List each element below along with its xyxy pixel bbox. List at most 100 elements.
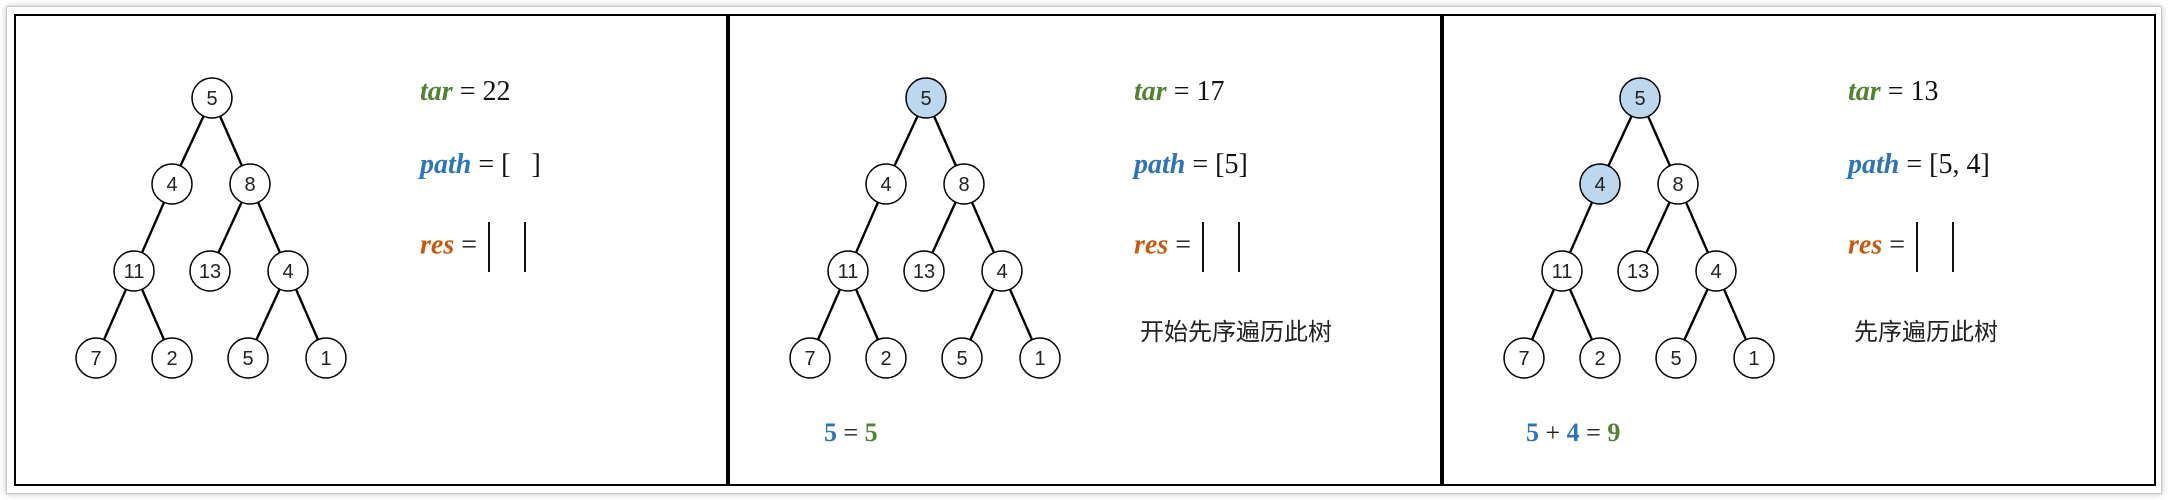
tree-diagram-1: 5 4 8 11 13 4 7 2 5 1: [75, 77, 347, 379]
tree-node-label: 4: [880, 174, 891, 196]
tree-node-label: 7: [90, 348, 101, 370]
tree-edge: [140, 288, 166, 341]
tree-node-n4b: 4: [267, 250, 309, 292]
equals-sign: =: [1906, 149, 1923, 180]
tree-node-label: 5: [920, 88, 931, 110]
equals-sign: =: [461, 229, 478, 261]
path-sum: 5 + 4 = 9: [1526, 418, 1620, 448]
tree-node-label: 11: [838, 261, 859, 283]
path-value: [5]: [1215, 149, 1248, 180]
tree-node-n1: 1: [1019, 337, 1061, 379]
tree-node-label: 2: [880, 348, 891, 370]
tree-edge: [140, 201, 166, 254]
tree-node-n2: 2: [865, 337, 907, 379]
tree-node-label: 7: [1518, 348, 1529, 370]
tar-value: 13: [1910, 76, 1939, 107]
tree-node-label: 4: [1710, 261, 1721, 283]
tree-edge: [217, 201, 243, 254]
equals-sign: =: [843, 418, 859, 447]
tree-node-label: 8: [244, 174, 255, 196]
tree-node-n5: 5: [191, 77, 233, 119]
tree-edge: [1646, 115, 1672, 167]
tree-node-label: 4: [282, 261, 293, 283]
path-label: path: [420, 149, 472, 180]
tree-edge: [1645, 201, 1671, 254]
res-equation: res =: [1848, 222, 1955, 272]
sum-term: 4: [1566, 418, 1580, 447]
tree-node-label: 7: [804, 348, 815, 370]
tar-label: tar: [1134, 76, 1167, 107]
tree-edge: [256, 201, 282, 254]
tree-node-label: 5: [242, 348, 253, 370]
tree-edge: [1530, 288, 1556, 341]
tree-node-label: 1: [1034, 348, 1045, 370]
tree-node-label: 2: [166, 348, 177, 370]
res-equation: res =: [420, 222, 527, 272]
equals-sign: =: [459, 76, 476, 107]
path-label: path: [1848, 149, 1900, 180]
res-empty-list: [1916, 222, 1955, 272]
tree-node-n7: 7: [789, 337, 831, 379]
tree-edge: [1722, 288, 1748, 341]
tree-edge: [893, 115, 919, 167]
tree-node-n5b: 5: [227, 337, 269, 379]
tree-node-n13: 13: [903, 250, 945, 292]
tree-node-n5b: 5: [941, 337, 983, 379]
tree-node-n13: 13: [189, 250, 231, 292]
tree-node-n4a: 4: [151, 163, 193, 205]
path-value: [ ]: [501, 149, 541, 180]
path-equation: path = [ ]: [420, 149, 541, 181]
tree-node-label: 11: [1552, 261, 1573, 283]
tree-node-label: 5: [1634, 88, 1645, 110]
tree-edge: [1568, 288, 1594, 341]
equals-sign: =: [1887, 76, 1904, 107]
tree-node-label: 4: [1594, 174, 1605, 196]
tree-node-n13: 13: [1617, 250, 1659, 292]
tree-edge: [1008, 288, 1034, 341]
tree-node-label: 5: [1670, 348, 1681, 370]
res-empty-list: [488, 222, 527, 272]
tree-node-n5b: 5: [1655, 337, 1697, 379]
tree-node-label: 1: [320, 348, 331, 370]
tar-value: 17: [1196, 76, 1225, 107]
tree-node-label: 2: [1594, 348, 1605, 370]
tree-edge: [969, 288, 995, 341]
sum-term: 5: [824, 418, 837, 447]
tree-node-n2: 2: [1579, 337, 1621, 379]
tree-edge: [179, 115, 205, 167]
path-equation: path = [5, 4]: [1848, 149, 1990, 181]
tree-edge: [255, 288, 281, 341]
tree-edge: [816, 288, 842, 341]
tree-node-n4b: 4: [1695, 250, 1737, 292]
tree-edge: [854, 288, 880, 341]
tree-node-n5: 5: [1619, 77, 1661, 119]
tree-node-label: 4: [996, 261, 1007, 283]
tree-node-label: 13: [913, 261, 935, 283]
tree-node-n7: 7: [75, 337, 117, 379]
tree-node-n8: 8: [1657, 163, 1699, 205]
sum-result: 5: [864, 418, 878, 447]
res-empty-list: [1202, 222, 1241, 272]
tree-node-n11: 11: [113, 250, 155, 292]
path-value: [5, 4]: [1929, 149, 1990, 180]
equals-sign: =: [1586, 418, 1601, 447]
tar-label: tar: [1848, 76, 1881, 107]
tree-edge: [931, 201, 957, 254]
path-equation: path = [5]: [1134, 149, 1248, 181]
res-label: res: [420, 229, 455, 261]
tree-node-label: 5: [956, 348, 967, 370]
tree-node-n11: 11: [1541, 250, 1583, 292]
tree-node-label: 8: [1672, 174, 1683, 196]
tree-edge: [294, 288, 320, 341]
plus-sign: +: [1545, 418, 1561, 447]
tree-node-n11: 11: [827, 250, 869, 292]
step-note: 开始先序遍历此树: [1140, 318, 1332, 346]
tar-equation: tar = 17: [1134, 76, 1224, 108]
tree-node-n2: 2: [151, 337, 193, 379]
tree-edge: [1607, 115, 1633, 167]
tree-edge: [1683, 288, 1709, 341]
tree-node-n1: 1: [305, 337, 347, 379]
